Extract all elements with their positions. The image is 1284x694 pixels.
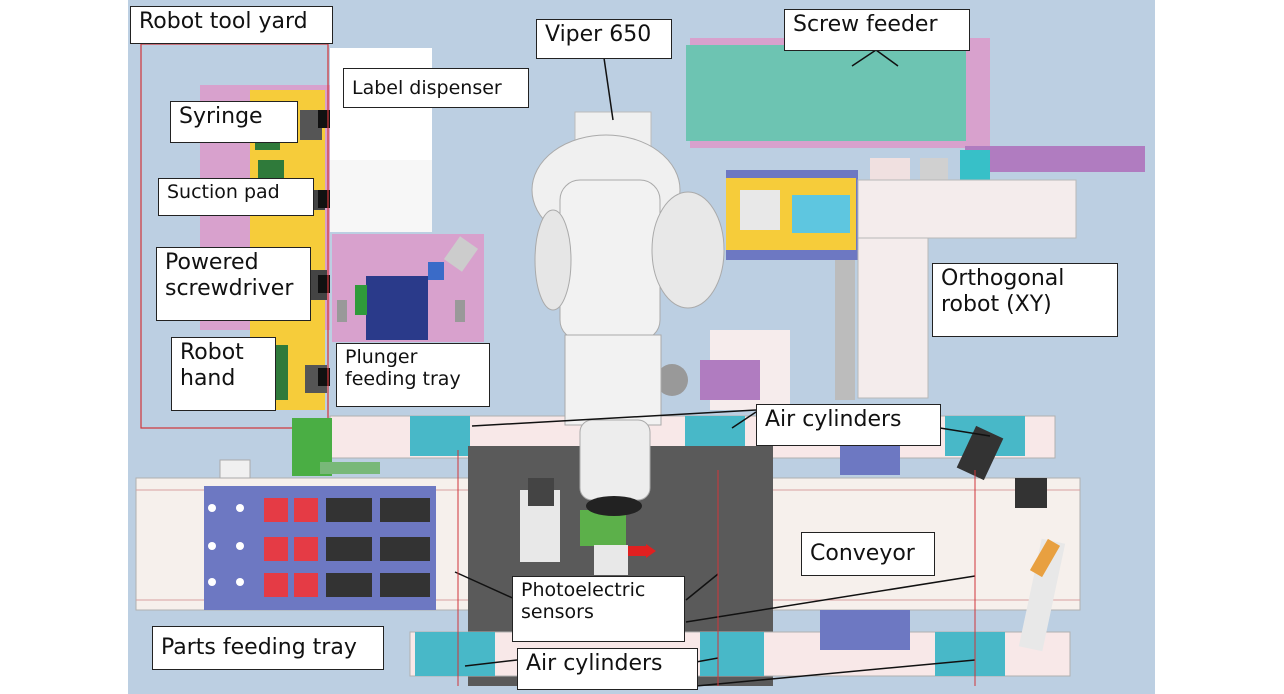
- right-arm-mechanism: [956, 425, 1066, 652]
- parts-feeding-tray-body: [204, 459, 436, 610]
- suction-pad-label: Suction pad: [158, 178, 314, 216]
- plunger-feeding-tray-label: Plunger feeding tray: [336, 343, 490, 407]
- robot-tool-yard-label: Robot tool yard: [130, 6, 333, 44]
- orthogonal-robot-label: Orthogonal robot (XY): [932, 263, 1118, 337]
- plunger-tray-plate: [332, 234, 484, 342]
- powered-screwdriver-label: Powered screwdriver: [156, 247, 311, 321]
- orthogonal-robot-body: [656, 170, 1077, 410]
- air-cylinders-bottom-label: Air cylinders: [517, 648, 698, 690]
- parts-feeding-tray-label: Parts feeding tray: [152, 626, 384, 670]
- screw-feeder-body: [686, 38, 1145, 186]
- syringe-label: Syringe: [170, 101, 298, 143]
- robot-hand-label: Robot hand: [171, 337, 276, 411]
- screw-feeder-label: Screw feeder: [784, 9, 970, 51]
- air-cylinders-top-label: Air cylinders: [756, 404, 941, 446]
- tool-yard-boundary: [140, 43, 329, 429]
- viper-650-label: Viper 650: [536, 19, 672, 59]
- lower-rail: [409, 610, 1071, 677]
- photoelectric-sensors-label: Photoelectric sensors: [512, 576, 685, 642]
- label-dispenser-label: Label dispenser: [343, 68, 529, 108]
- viper-650-robot: [531, 111, 725, 516]
- conveyor-label: Conveyor: [801, 532, 935, 576]
- photoelectric-beams: [457, 450, 976, 686]
- pointer-lines: [454, 49, 991, 687]
